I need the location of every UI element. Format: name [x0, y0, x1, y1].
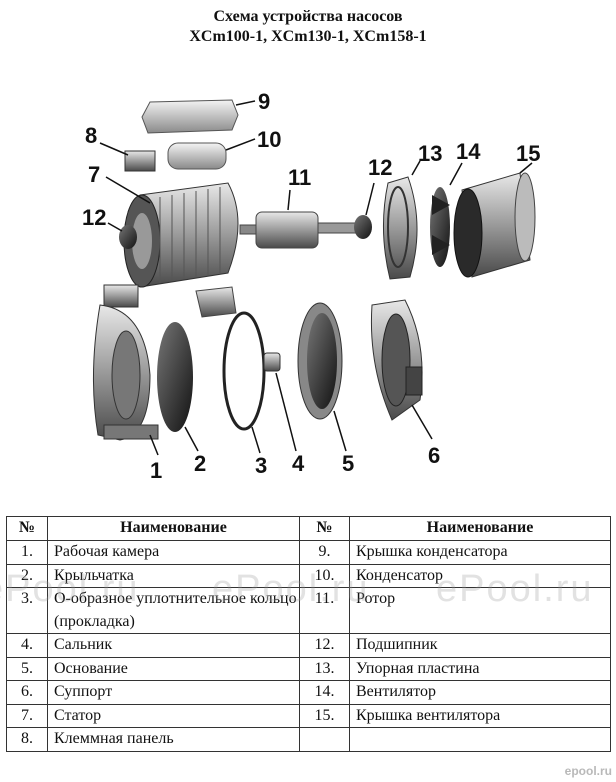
- base: [297, 302, 347, 452]
- part-name: Ротор: [349, 587, 611, 634]
- table-row: 5. Основание 13. Упорная пластина: [6, 656, 611, 681]
- capacitor: [167, 138, 256, 170]
- callout-5: 5: [342, 451, 354, 476]
- part-name: Подшипник: [349, 633, 611, 658]
- callout-2: 2: [194, 451, 206, 476]
- row-number: 10.: [299, 563, 350, 588]
- pump-exploded-diagram: 9 8 10 7 11 12 12 13 14 15 1 2 3 4 5 6: [82, 89, 540, 483]
- callout-10: 10: [257, 127, 281, 152]
- row-number: 1.: [6, 540, 48, 565]
- table-row: 1. Рабочая камера 9. Крышка конденсатора: [6, 540, 611, 565]
- seal: [263, 352, 297, 452]
- table-row: 4. Сальник 12. Подшипник: [6, 633, 611, 658]
- row-number: 8.: [6, 727, 48, 752]
- callout-12-right: 12: [368, 155, 392, 180]
- fan: [430, 162, 463, 267]
- row-number: 5.: [6, 656, 48, 681]
- callout-1: 1: [150, 458, 162, 483]
- stator-bracket: [195, 286, 237, 318]
- diagram-subtitle: XCm100-1, XCm130-1, XCm158-1: [189, 28, 427, 45]
- pump-chamber: [92, 284, 159, 456]
- thrust-plate: [383, 160, 421, 280]
- stator: [105, 176, 239, 288]
- part-name: Статор: [47, 703, 300, 728]
- callout-11: 11: [288, 165, 311, 190]
- callout-12-left: 12: [82, 205, 106, 230]
- table-row: 6. Суппорт 14. Вентилятор: [6, 680, 611, 705]
- table-row: 7. Статор 15. Крышка вентилятора: [6, 703, 611, 728]
- callout-3: 3: [255, 453, 267, 478]
- part-name: [349, 727, 611, 752]
- terminal-panel: [99, 142, 156, 172]
- callout-7: 7: [88, 162, 100, 187]
- diagram-title: Схема устройства насосов: [213, 8, 403, 25]
- fan-cover: [453, 162, 536, 278]
- callout-9: 9: [258, 89, 270, 114]
- row-number: 12.: [299, 633, 350, 658]
- part-name: Клеммная панель: [47, 727, 300, 752]
- part-name: Основание: [47, 656, 300, 681]
- rotor: [239, 189, 357, 249]
- capacitor-cover: [141, 99, 256, 134]
- callout-13: 13: [418, 141, 442, 166]
- row-number: 15.: [299, 703, 350, 728]
- column-header-number: №: [6, 516, 48, 541]
- part-name: Крыльчатка: [47, 563, 300, 588]
- part-name: О-образное уплотнительное кольцо (прокла…: [47, 587, 300, 634]
- callout-4: 4: [292, 451, 305, 476]
- row-number: 4.: [6, 633, 48, 658]
- o-ring: [222, 311, 266, 454]
- part-name: Сальник: [47, 633, 300, 658]
- part-name: Рабочая камера: [47, 540, 300, 565]
- row-number: 3.: [6, 587, 48, 634]
- row-number: 13.: [299, 656, 350, 681]
- part-name: Крышка конденсатора: [349, 540, 611, 565]
- row-number: 9.: [299, 540, 350, 565]
- part-name: Суппорт: [47, 680, 300, 705]
- part-name: Упорная пластина: [349, 656, 611, 681]
- impeller: [157, 322, 199, 452]
- table-header-row: № Наименование № Наименование: [6, 516, 611, 541]
- row-number: [299, 727, 350, 752]
- part-name: Крышка вентилятора: [349, 703, 611, 728]
- callout-8: 8: [85, 123, 97, 148]
- table-row: 2. Крыльчатка 10. Конденсатор: [6, 563, 611, 588]
- part-name: Конденсатор: [349, 563, 611, 588]
- bearing-left: [107, 222, 137, 249]
- row-number: 2.: [6, 563, 48, 588]
- bearing-right: [354, 182, 375, 239]
- row-number: 7.: [6, 703, 48, 728]
- callout-6: 6: [428, 443, 440, 468]
- table-row: 8. Клеммная панель: [6, 727, 611, 752]
- support: [370, 299, 433, 440]
- column-header-number-2: №: [299, 516, 350, 541]
- callout-14: 14: [456, 139, 481, 164]
- row-number: 11.: [299, 587, 350, 634]
- row-number: 6.: [6, 680, 48, 705]
- callout-15: 15: [516, 141, 540, 166]
- site-logo: epool.ru: [564, 764, 612, 778]
- part-name: Вентилятор: [349, 680, 611, 705]
- table-row: 3. О-образное уплотнительное кольцо (про…: [6, 587, 611, 634]
- column-header-name-2: Наименование: [349, 516, 611, 541]
- column-header-name: Наименование: [47, 516, 300, 541]
- row-number: 14.: [299, 680, 350, 705]
- parts-table: № Наименование № Наименование 1. Рабочая…: [6, 516, 611, 752]
